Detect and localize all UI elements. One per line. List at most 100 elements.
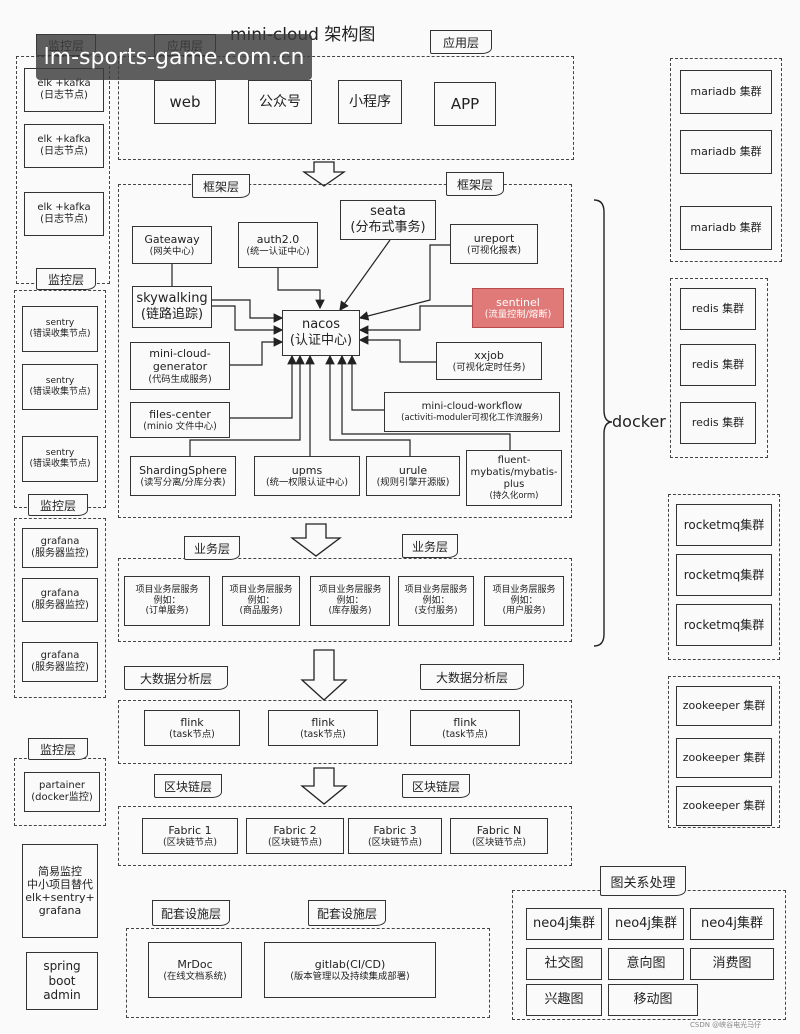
simple-monitor-box: 简易监控 中小项目替代 elk+sentry+ grafana bbox=[22, 844, 98, 938]
infra-tag-left: 配套设施层 bbox=[152, 900, 230, 926]
fabric-2-desc: (区块链节点) bbox=[267, 836, 322, 848]
neo4j-node-1: neo4j集群 bbox=[526, 908, 602, 940]
blockchain-layer-region bbox=[118, 806, 572, 866]
urule-box: urule (规则引擎开源版) bbox=[366, 456, 460, 496]
sentinel-name: sentinel bbox=[496, 295, 540, 309]
mariadb-node-2: mariadb 集群 bbox=[680, 130, 772, 174]
seata-desc: (分布式事务) bbox=[350, 220, 426, 235]
fabric-node-3: Fabric 3 (区块链节点) bbox=[348, 818, 442, 854]
sentry-1-desc: (错误收集节点) bbox=[29, 329, 91, 339]
rocketmq-node-1: rocketmq集群 bbox=[676, 504, 772, 546]
fabric-node-n: Fabric N (区块链节点) bbox=[450, 818, 548, 854]
business-2-desc: (库存服务) bbox=[328, 606, 372, 617]
grafana-1-desc: (服务器监控) bbox=[31, 548, 89, 559]
business-service-user: 项目业务层服务 例如： (用户服务) bbox=[484, 576, 564, 626]
monitor-tag-grafana: 监控层 bbox=[28, 494, 88, 516]
wire-workflow bbox=[347, 354, 384, 411]
blockchain-tag-left: 区块链层 bbox=[154, 774, 222, 798]
app-layer-region bbox=[118, 56, 574, 160]
redis-region bbox=[670, 278, 768, 458]
business-layer-region bbox=[118, 558, 572, 642]
xxjob-desc: (可视化定时任务) bbox=[452, 361, 526, 373]
fabric-node-1: Fabric 1 (区块链节点) bbox=[142, 818, 238, 854]
fabric-3-desc: (区块链节点) bbox=[367, 836, 422, 848]
wire-fluent bbox=[337, 354, 511, 450]
gitlab-box: gitlab(CI/CD) (版本管理以及持续集成部署) bbox=[264, 942, 436, 998]
generator-box: mini-cloud- generator (代码生成服务) bbox=[130, 342, 230, 390]
elk-1-name: elk +kafka bbox=[37, 78, 91, 89]
docker-brace bbox=[593, 199, 613, 647]
layer-arrow-2 bbox=[290, 523, 342, 557]
gitlab-name: gitlab(CI/CD) bbox=[314, 957, 386, 971]
wire-auth bbox=[277, 268, 325, 310]
mariadb-node-3: mariadb 集群 bbox=[680, 206, 772, 250]
app-app: APP bbox=[434, 82, 496, 126]
flink-node-1: flink (task节点) bbox=[144, 710, 240, 746]
flink-3-name: flink bbox=[453, 715, 477, 729]
gitlab-desc: (版本管理以及持续集成部署) bbox=[290, 970, 410, 982]
gateway-box: Gateaway (网关中心) bbox=[132, 226, 212, 264]
framework-layer-region bbox=[118, 184, 572, 518]
layer-arrow-1 bbox=[301, 161, 347, 187]
app-mini-program: 小程序 bbox=[338, 80, 402, 124]
business-1-example: 例如： bbox=[247, 595, 275, 606]
docker-label: docker bbox=[612, 412, 666, 431]
bigdata-layer-region bbox=[118, 700, 572, 764]
upms-box: upms (统一权限认证中心) bbox=[254, 456, 360, 496]
wire-sentinel bbox=[358, 305, 472, 335]
business-service-pay: 项目业务层服务 例如： (支付服务) bbox=[398, 576, 474, 626]
sentry-node-1: sentry (错误收集节点) bbox=[22, 306, 98, 352]
blockchain-tag-right: 区块链层 bbox=[402, 774, 470, 798]
fabric-n-desc: (区块链节点) bbox=[471, 836, 526, 848]
wire-files bbox=[230, 354, 297, 419]
nacos-box: nacos (认证中心) bbox=[282, 310, 360, 356]
elk-2-desc: (日志节点) bbox=[40, 146, 88, 157]
business-0-example: 例如： bbox=[153, 595, 181, 606]
sentry-1-name: sentry bbox=[45, 318, 75, 329]
bigdata-tag-right: 大数据分析层 bbox=[420, 664, 524, 690]
business-3-example: 例如： bbox=[422, 595, 450, 606]
sharding-box: ShardingSphere (读写分离/分库分表) bbox=[130, 456, 236, 496]
grafana-3-desc: (服务器监控) bbox=[31, 662, 89, 673]
watermark: lm-sports-game.com.cn bbox=[36, 34, 312, 80]
business-0-desc: (订单服务) bbox=[145, 606, 189, 617]
sentinel-desc: (流量控制/熔断) bbox=[484, 308, 552, 320]
business-4-example: 例如： bbox=[510, 595, 538, 606]
monitor-tag-portainer: 监控层 bbox=[28, 738, 88, 760]
skywalking-box: skywalking (链路追踪) bbox=[132, 286, 212, 328]
generator-desc: (代码生成服务) bbox=[148, 373, 212, 385]
business-2-name: 项目业务层服务 bbox=[318, 584, 382, 595]
fabric-3-name: Fabric 3 bbox=[373, 823, 417, 837]
generator-name: mini-cloud- generator bbox=[149, 347, 211, 374]
fluent-box: fluent- mybatis/mybatis- plus (持久化orm) bbox=[466, 450, 562, 506]
infra-tag-right: 配套设施层 bbox=[308, 900, 386, 926]
elk-node-2: elk +kafka (日志节点) bbox=[24, 124, 104, 168]
auth-name: auth2.0 bbox=[256, 232, 300, 246]
portainer-box: partainer (docker监控) bbox=[24, 772, 100, 812]
graph-tag: 图关系处理 bbox=[600, 866, 686, 896]
business-service-stock: 项目业务层服务 例如： (库存服务) bbox=[310, 576, 390, 626]
ureport-name: ureport bbox=[473, 231, 515, 245]
workflow-desc: (activiti-moduler可视化工作流服务) bbox=[401, 412, 543, 423]
spring-boot-admin-box: spring boot admin bbox=[26, 952, 98, 1010]
wire-seata bbox=[339, 239, 391, 311]
elk-node-3: elk +kafka (日志节点) bbox=[24, 192, 104, 236]
grafana-2-name: grafana bbox=[40, 588, 80, 599]
layer-arrow-3 bbox=[300, 649, 348, 701]
zookeeper-node-2: zookeeper 集群 bbox=[676, 738, 772, 778]
neo4j-node-2: neo4j集群 bbox=[608, 908, 684, 940]
fabric-n-name: Fabric N bbox=[476, 823, 522, 837]
fabric-1-name: Fabric 1 bbox=[168, 823, 212, 837]
business-4-desc: (用户服务) bbox=[502, 606, 546, 617]
nacos-desc: (认证中心) bbox=[289, 333, 353, 348]
sentry-2-desc: (错误收集节点) bbox=[29, 387, 91, 397]
graph-consumption: 消费图 bbox=[690, 948, 774, 980]
elk-3-desc: (日志节点) bbox=[40, 214, 88, 225]
mariadb-node-1: mariadb 集群 bbox=[680, 70, 772, 114]
wire-xxjob bbox=[358, 335, 436, 363]
zookeeper-node-1: zookeeper 集群 bbox=[676, 686, 772, 726]
nacos-name: nacos bbox=[301, 317, 341, 333]
app-web: web bbox=[154, 80, 216, 124]
monitor-grafana-region bbox=[14, 518, 106, 698]
